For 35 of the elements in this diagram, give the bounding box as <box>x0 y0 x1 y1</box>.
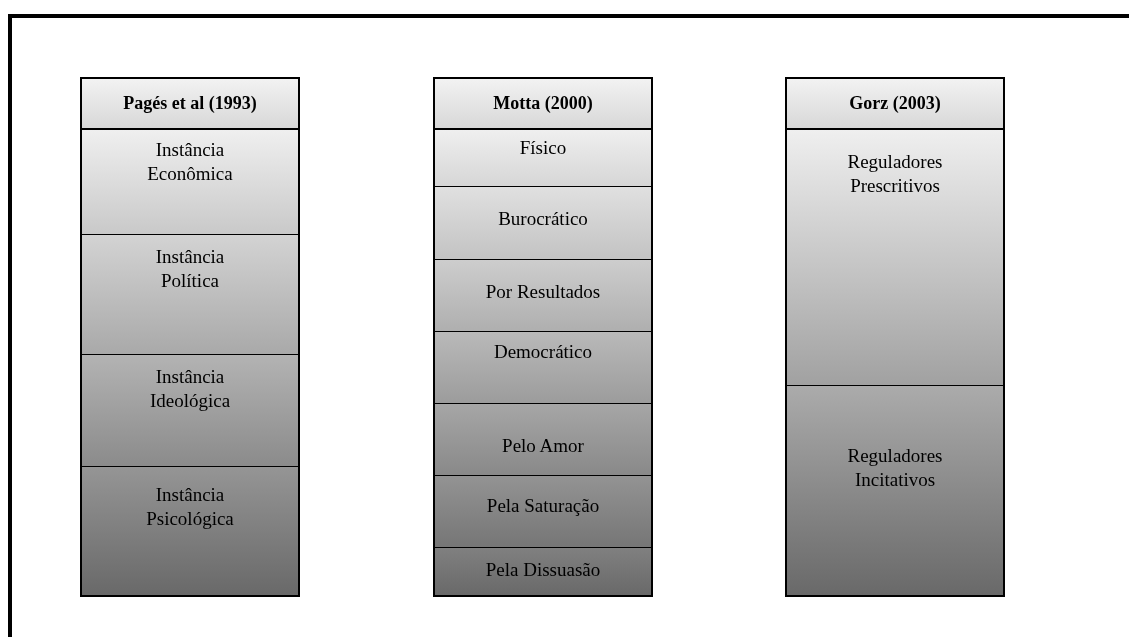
category-label: Instância Psicológica <box>145 483 235 531</box>
category-label: Reguladores Prescritivos <box>846 150 944 198</box>
category-cell <box>82 234 298 354</box>
column-box <box>80 77 300 597</box>
category-cell <box>435 403 651 475</box>
header-label: Motta (2000) <box>493 93 593 114</box>
category-label: Pela Dissuasão <box>484 558 602 582</box>
category-cell <box>435 186 651 259</box>
category-cell <box>435 259 651 331</box>
category-cell <box>435 331 651 403</box>
category-label: Instância Política <box>154 245 226 293</box>
category-cell <box>82 466 298 595</box>
header-label: Gorz (2003) <box>849 93 941 114</box>
category-label: Pelo Amor <box>501 434 585 458</box>
category-cell <box>82 354 298 466</box>
category-label: Instância Econômica <box>146 138 234 186</box>
category-cell <box>787 385 1003 595</box>
category-label: Democrático <box>492 340 594 364</box>
category-cell <box>435 547 651 595</box>
column-header <box>82 79 298 128</box>
column-header <box>435 79 651 128</box>
category-label: Por Resultados <box>484 280 602 304</box>
category-label: Burocrático <box>497 207 589 231</box>
category-cell <box>82 128 298 234</box>
category-cell <box>787 128 1003 385</box>
category-label: Instância Ideológica <box>148 365 232 413</box>
category-label: Pela Saturação <box>485 494 601 518</box>
column-box <box>785 77 1005 597</box>
category-cell <box>435 128 651 186</box>
column-header <box>787 79 1003 128</box>
header-label: Pagés et al (1993) <box>123 93 257 114</box>
column-box <box>433 77 653 597</box>
category-label: Físico <box>518 136 568 160</box>
category-label: Reguladores Incitativos <box>846 444 944 492</box>
category-cell <box>435 475 651 547</box>
